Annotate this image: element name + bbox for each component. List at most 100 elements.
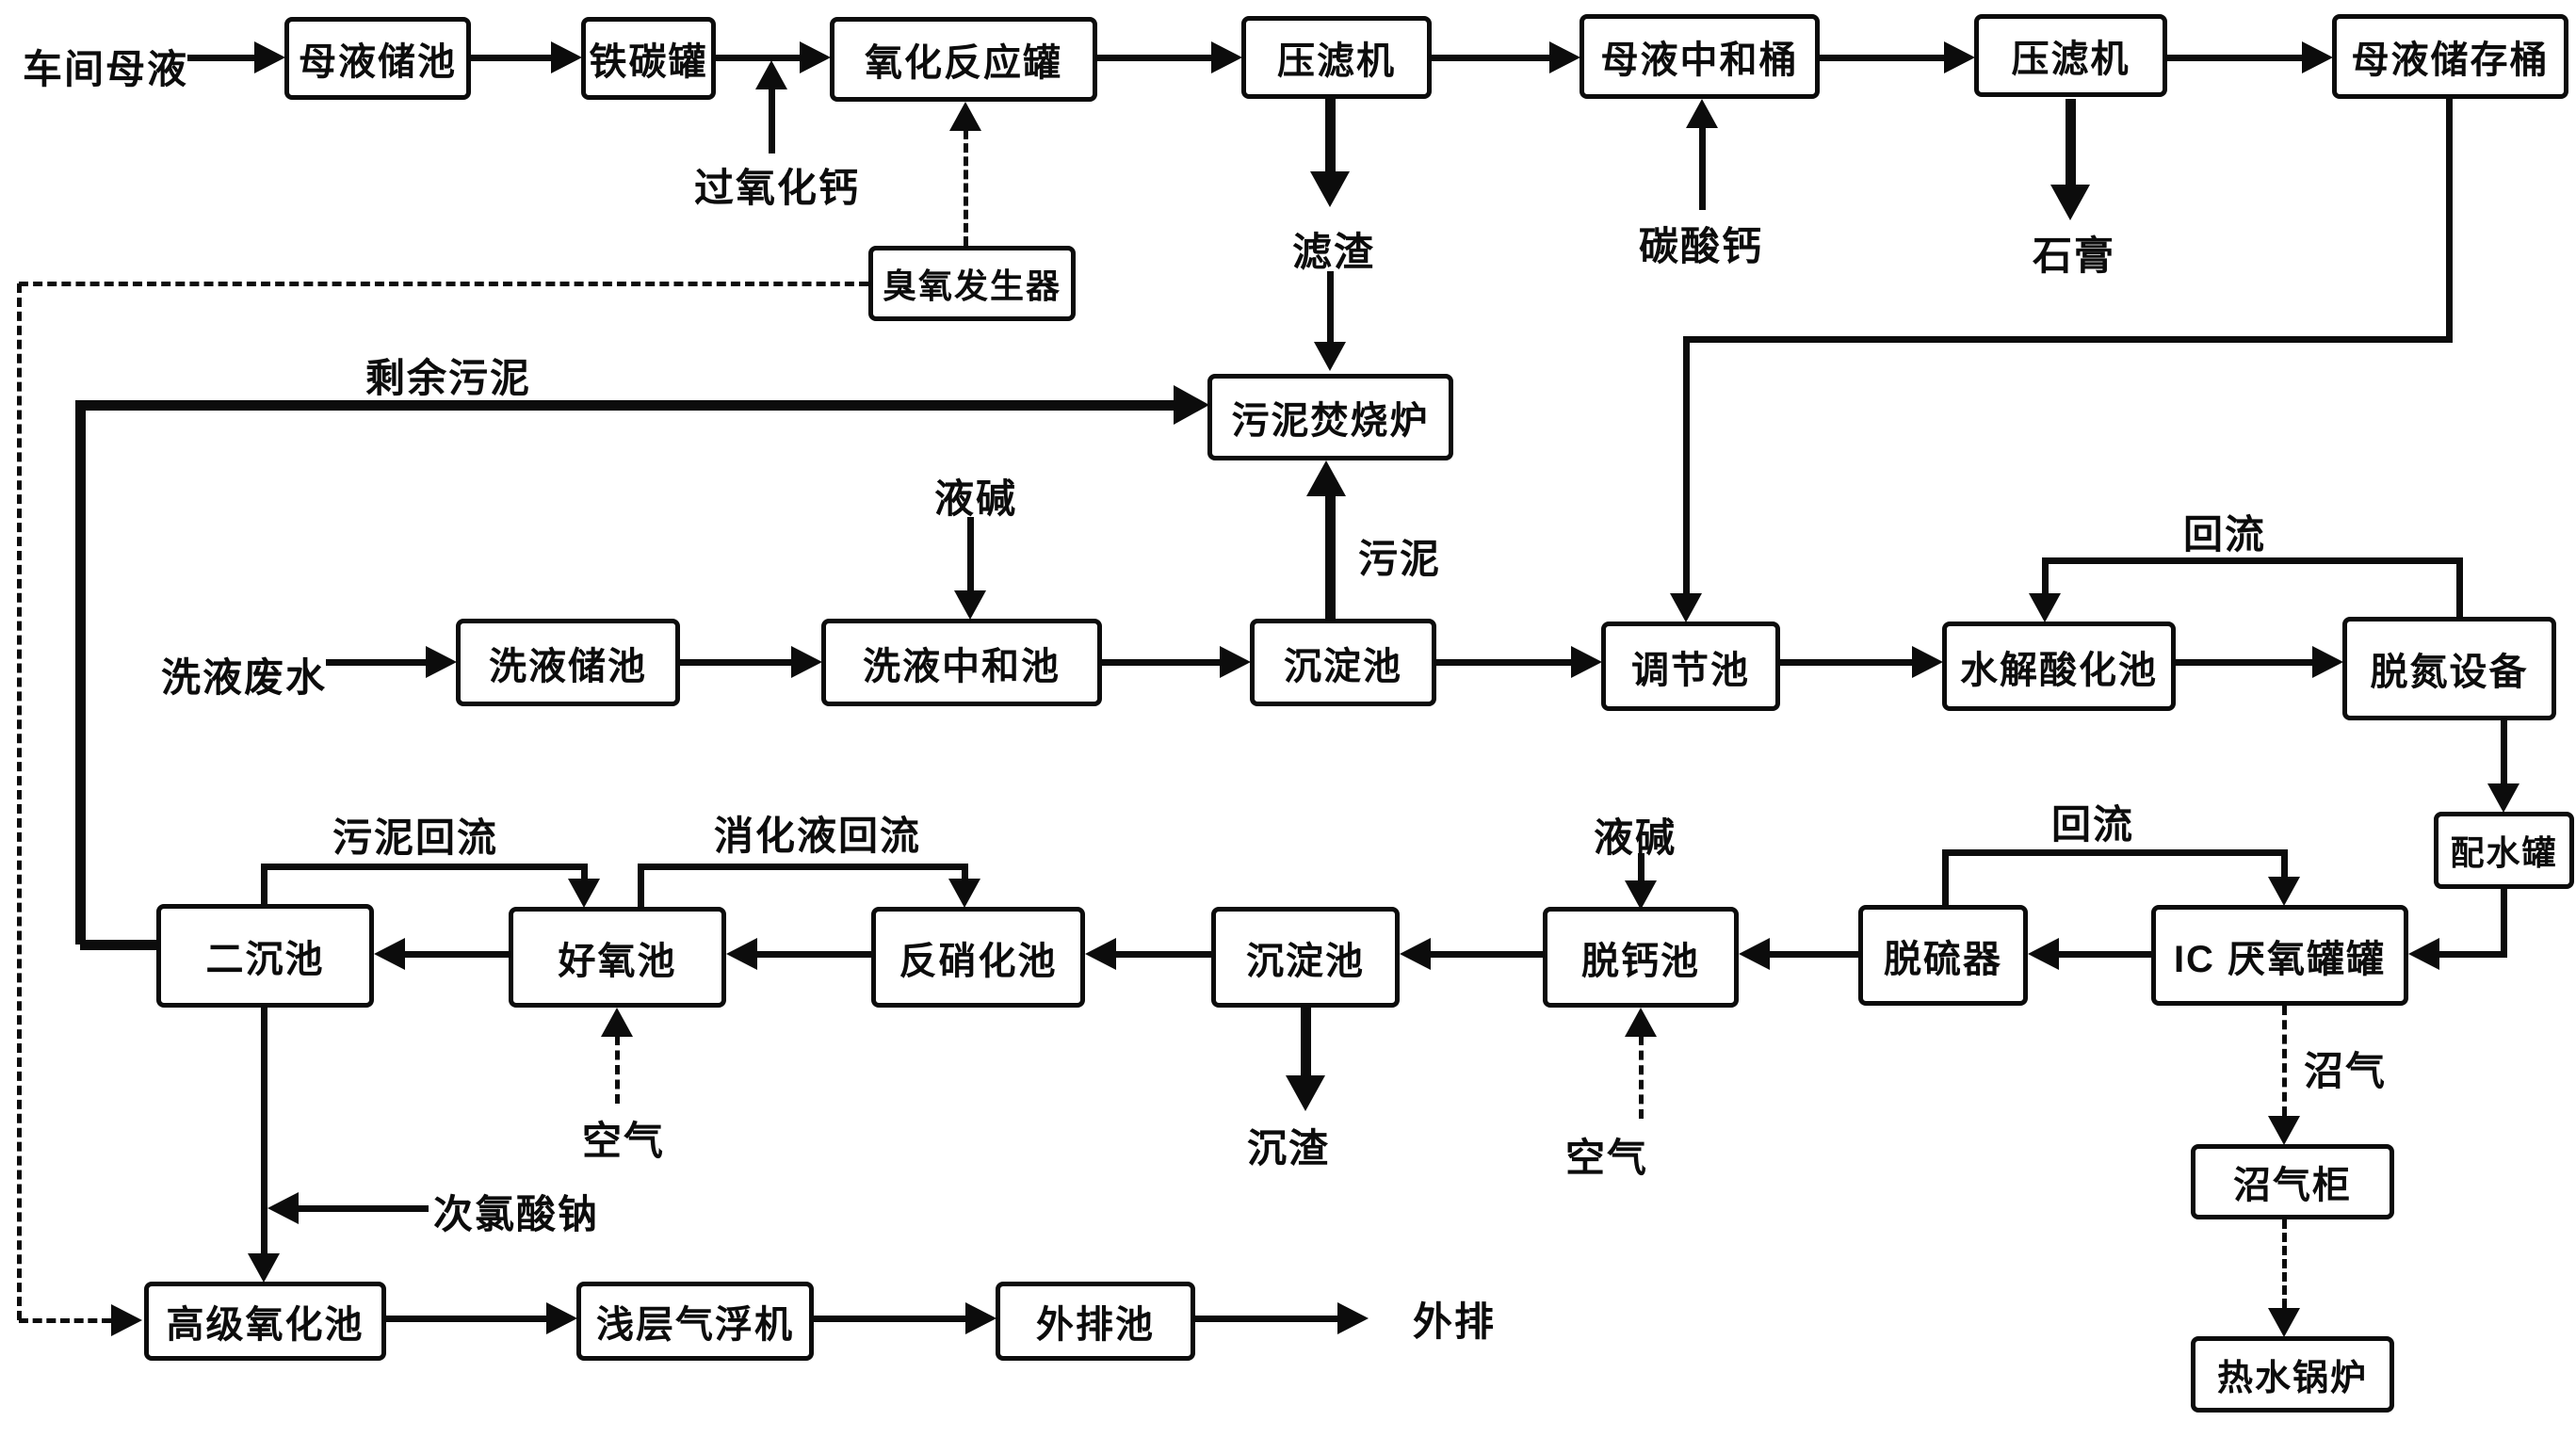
edge-ic-to-desulfurizer <box>2059 951 2151 958</box>
edge-reflux2-vr <box>2281 852 2288 879</box>
arrowhead <box>949 102 981 131</box>
edge-caustic1 <box>967 517 974 590</box>
arrowhead <box>948 879 980 908</box>
label-air-1: 空气 <box>582 1119 666 1163</box>
arrowhead <box>248 1253 280 1283</box>
label-air-2: 空气 <box>1565 1136 1649 1180</box>
node-mother-liquor-storage-pool: 母液储池 <box>284 17 471 100</box>
arrowhead <box>568 879 600 908</box>
node-biogas-holder: 沼气柜 <box>2191 1144 2394 1219</box>
edge-storage-to-ironcarbon <box>471 55 551 61</box>
label-digestion-liquid-reflux: 消化液回流 <box>714 814 922 858</box>
node-denitrification-pool: 反硝化池 <box>871 907 1085 1008</box>
arrowhead <box>2028 938 2059 970</box>
arrowhead <box>2312 646 2343 678</box>
arrowhead <box>1400 938 1431 970</box>
edge-calcium-carbonate <box>1699 123 1706 210</box>
arrowhead <box>1314 342 1346 371</box>
arrowhead <box>374 938 405 970</box>
label-reflux-2: 回流 <box>2051 802 2135 847</box>
edge-waterdistribution-down <box>2501 889 2507 958</box>
arrowhead <box>1571 646 1602 678</box>
arrowhead <box>2408 938 2439 970</box>
label-calcium-carbonate: 碳酸钙 <box>1639 224 1764 268</box>
label-excess-sludge: 剩余污泥 <box>365 356 532 400</box>
arrowhead <box>2029 593 2061 622</box>
label-reflux-1: 回流 <box>2183 512 2267 557</box>
edge-washwater-to-storage <box>326 659 426 666</box>
edge-sodium-hypochlorite <box>299 1205 429 1212</box>
arrowhead <box>800 41 831 73</box>
arrowhead <box>1310 171 1350 207</box>
edge-to-waterdistribution <box>2501 720 2507 785</box>
node-aerobic-pool: 好氧池 <box>509 907 726 1008</box>
edge-reflux1-h <box>2042 557 2463 564</box>
arrowhead <box>1625 1008 1657 1037</box>
edge-ironcarbon-to-oxidation <box>716 55 800 61</box>
node-washing-liquid-neutralization-pool: 洗液中和池 <box>821 619 1102 706</box>
arrowhead <box>2268 1116 2300 1145</box>
edge-reflux2-vl <box>1942 852 1949 905</box>
edge-secondary-to-advanced <box>261 1008 267 1253</box>
arrowhead <box>1944 41 1975 73</box>
arrowhead <box>2050 185 2090 220</box>
edge-ozone-to-advanced-oxidation <box>19 1318 111 1323</box>
node-filter-press-1: 压滤机 <box>1241 16 1432 99</box>
node-secondary-sedimentation-pool: 二沉池 <box>156 904 374 1008</box>
node-mother-liquor-neutralization-barrel: 母液中和桶 <box>1580 14 1820 99</box>
edge-ozone-left <box>19 282 868 286</box>
label-workshop-mother-liquor: 车间母液 <box>23 47 189 91</box>
arrowhead <box>954 590 986 620</box>
edge-storagebarrel-to-regulating <box>1683 339 1690 595</box>
arrowhead <box>267 1192 299 1224</box>
edge-sludge-to-incinerator <box>1325 496 1336 619</box>
arrowhead <box>601 1008 633 1037</box>
node-decalcification-pool: 脱钙池 <box>1543 907 1739 1008</box>
edge-residue-to-incinerator <box>1327 271 1334 342</box>
label-liquid-caustic-2: 液碱 <box>1594 815 1677 860</box>
node-iron-carbon-tank: 铁碳罐 <box>581 17 716 100</box>
arrowhead <box>1337 1302 1369 1334</box>
label-discharge: 外排 <box>1413 1300 1497 1344</box>
edge-washstorage-to-neutralization <box>680 659 791 666</box>
edge-regulating-to-hydrolysis <box>1780 659 1912 666</box>
label-washing-wastewater: 洗液废水 <box>161 655 328 700</box>
arrowhead <box>1549 41 1580 73</box>
arrowhead <box>1686 99 1718 128</box>
arrowhead <box>791 646 822 678</box>
edge-sedimentation2-to-denitrification <box>1116 951 1211 958</box>
arrowhead <box>755 60 787 89</box>
edge-filterpress1-to-neutralization <box>1432 55 1549 61</box>
edge-calcium-peroxide <box>769 85 775 153</box>
arrowhead <box>2487 783 2519 813</box>
arrowhead <box>1085 938 1116 970</box>
node-sedimentation-pool-1: 沉淀池 <box>1250 619 1436 706</box>
node-ozone-generator: 臭氧发生器 <box>868 246 1076 321</box>
label-sludge: 污泥 <box>1358 537 1442 581</box>
edge-oxidation-to-filterpress1 <box>1097 55 1211 61</box>
edge-excess-sludge-h1 <box>80 940 156 950</box>
edge-advanced-to-flotation <box>386 1316 546 1322</box>
label-sediment: 沉渣 <box>1247 1126 1331 1170</box>
arrowhead <box>254 41 285 73</box>
arrowhead <box>2302 41 2333 73</box>
arrowhead <box>965 1302 996 1334</box>
arrowhead <box>1211 41 1242 73</box>
node-regulating-pool: 调节池 <box>1601 622 1780 711</box>
edge-reflux1-vl <box>2042 560 2049 595</box>
edge-input-to-storage-pool <box>187 55 254 61</box>
edge-sludgereflux-vl <box>261 866 267 904</box>
edge-biogasholder-to-boiler <box>2282 1219 2287 1308</box>
arrowhead <box>1306 460 1346 496</box>
arrowhead <box>1220 646 1251 678</box>
node-shallow-air-flotation-machine: 浅层气浮机 <box>576 1282 814 1361</box>
node-water-distribution-tank: 配水罐 <box>2434 812 2574 889</box>
edge-flotation-to-dischargepool <box>814 1316 965 1322</box>
label-sludge-reflux: 污泥回流 <box>332 815 499 860</box>
edge-caustic2 <box>1638 853 1644 882</box>
edge-reflux2-h <box>1942 849 2288 856</box>
arrowhead <box>2268 1308 2300 1337</box>
edge-reflux1-vr <box>2456 560 2463 619</box>
arrowhead <box>1286 1075 1325 1111</box>
